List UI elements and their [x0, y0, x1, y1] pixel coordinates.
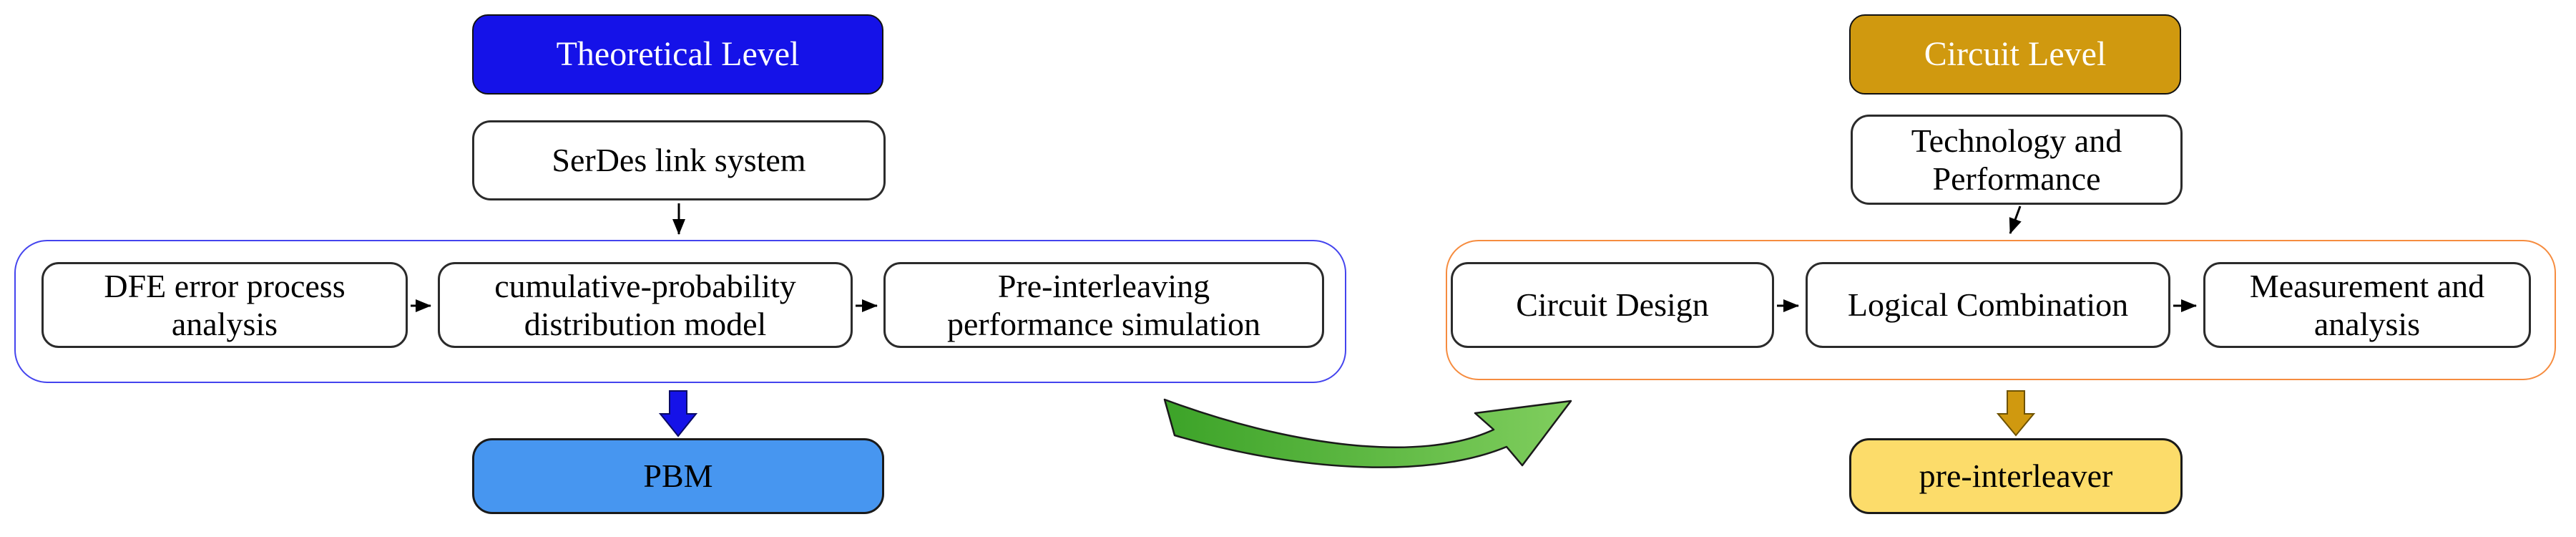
step-label-line: DFE error process: [104, 267, 346, 304]
step-label-line: cumulative-probability: [494, 267, 796, 304]
logical-combination-box: Logical Combination: [1806, 262, 2170, 348]
circuit-level-header: Circuit Level: [1849, 14, 2181, 95]
measurement-analysis-box: Measurement and analysis: [2203, 262, 2531, 348]
pre-interleaver-label: pre-interleaver: [1919, 458, 2113, 495]
technology-to-container-arrow: [2009, 205, 2022, 234]
theoretical-level-label: Theoretical Level: [556, 35, 800, 74]
circuit-design-box: Circuit Design: [1451, 262, 1774, 348]
step-label-line: distribution model: [524, 306, 767, 342]
circuit-level-label: Circuit Level: [1924, 35, 2107, 74]
pbm-label: PBM: [643, 458, 713, 495]
dfe-error-process-analysis-box: DFE error process analysis: [41, 262, 408, 348]
thick-blue-down-arrow: [658, 390, 698, 437]
serdes-link-system-label: SerDes link system: [552, 142, 806, 179]
step-label-line: performance simulation: [946, 306, 1261, 342]
step-label-line: Measurement and: [2249, 267, 2485, 304]
step-label-line: analysis: [171, 306, 278, 342]
theoretical-level-header: Theoretical Level: [472, 14, 883, 95]
serdes-link-system-box: SerDes link system: [472, 120, 886, 200]
step-label-line: analysis: [2313, 306, 2421, 342]
pre-interleaving-simulation-box: Pre-interleaving performance simulation: [883, 262, 1324, 348]
technology-performance-line: Technology and: [1911, 122, 2122, 159]
step-label-line: Pre-interleaving: [997, 267, 1210, 304]
pbm-result-box: PBM: [472, 438, 884, 514]
technology-performance-line: Performance: [1932, 160, 2101, 197]
step-label-line: Logical Combination: [1847, 286, 2129, 324]
thick-gold-down-arrow: [1996, 390, 2036, 437]
cumulative-probability-model-box: cumulative-probability distribution mode…: [438, 262, 853, 348]
pre-interleaver-result-box: pre-interleaver: [1849, 438, 2183, 514]
green-curved-link-arrow: [1163, 398, 1572, 468]
technology-performance-box: Technology and Performance: [1851, 115, 2183, 205]
step-label-line: Circuit Design: [1516, 286, 1709, 324]
